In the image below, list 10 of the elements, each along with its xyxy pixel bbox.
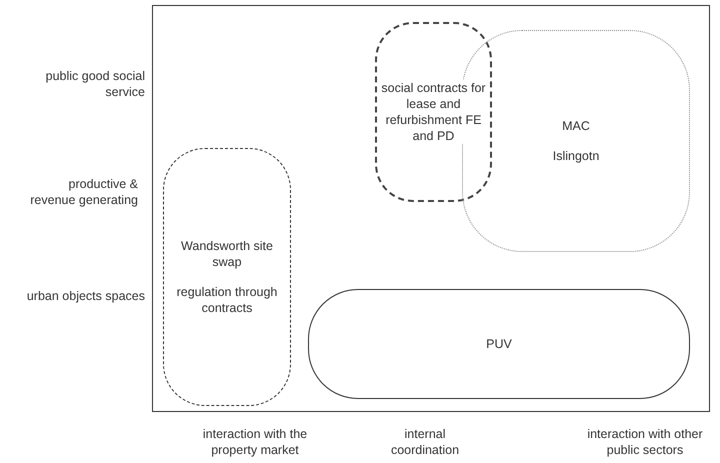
- solid-outline-region: [308, 289, 690, 399]
- x-axis-label: internal coordination: [390, 426, 460, 458]
- region-label: Islingotn: [552, 148, 600, 164]
- dashed-outline-region: [375, 22, 492, 202]
- x-axis-label: interaction with the property market: [202, 426, 308, 458]
- y-axis-label: productive & revenue generating: [29, 176, 138, 208]
- x-axis-label: interaction with other public sectors: [586, 426, 704, 458]
- dashed-outline-region: [163, 148, 291, 406]
- y-axis-label: public good social service: [44, 68, 145, 100]
- y-axis-label: urban objects spaces: [26, 288, 145, 304]
